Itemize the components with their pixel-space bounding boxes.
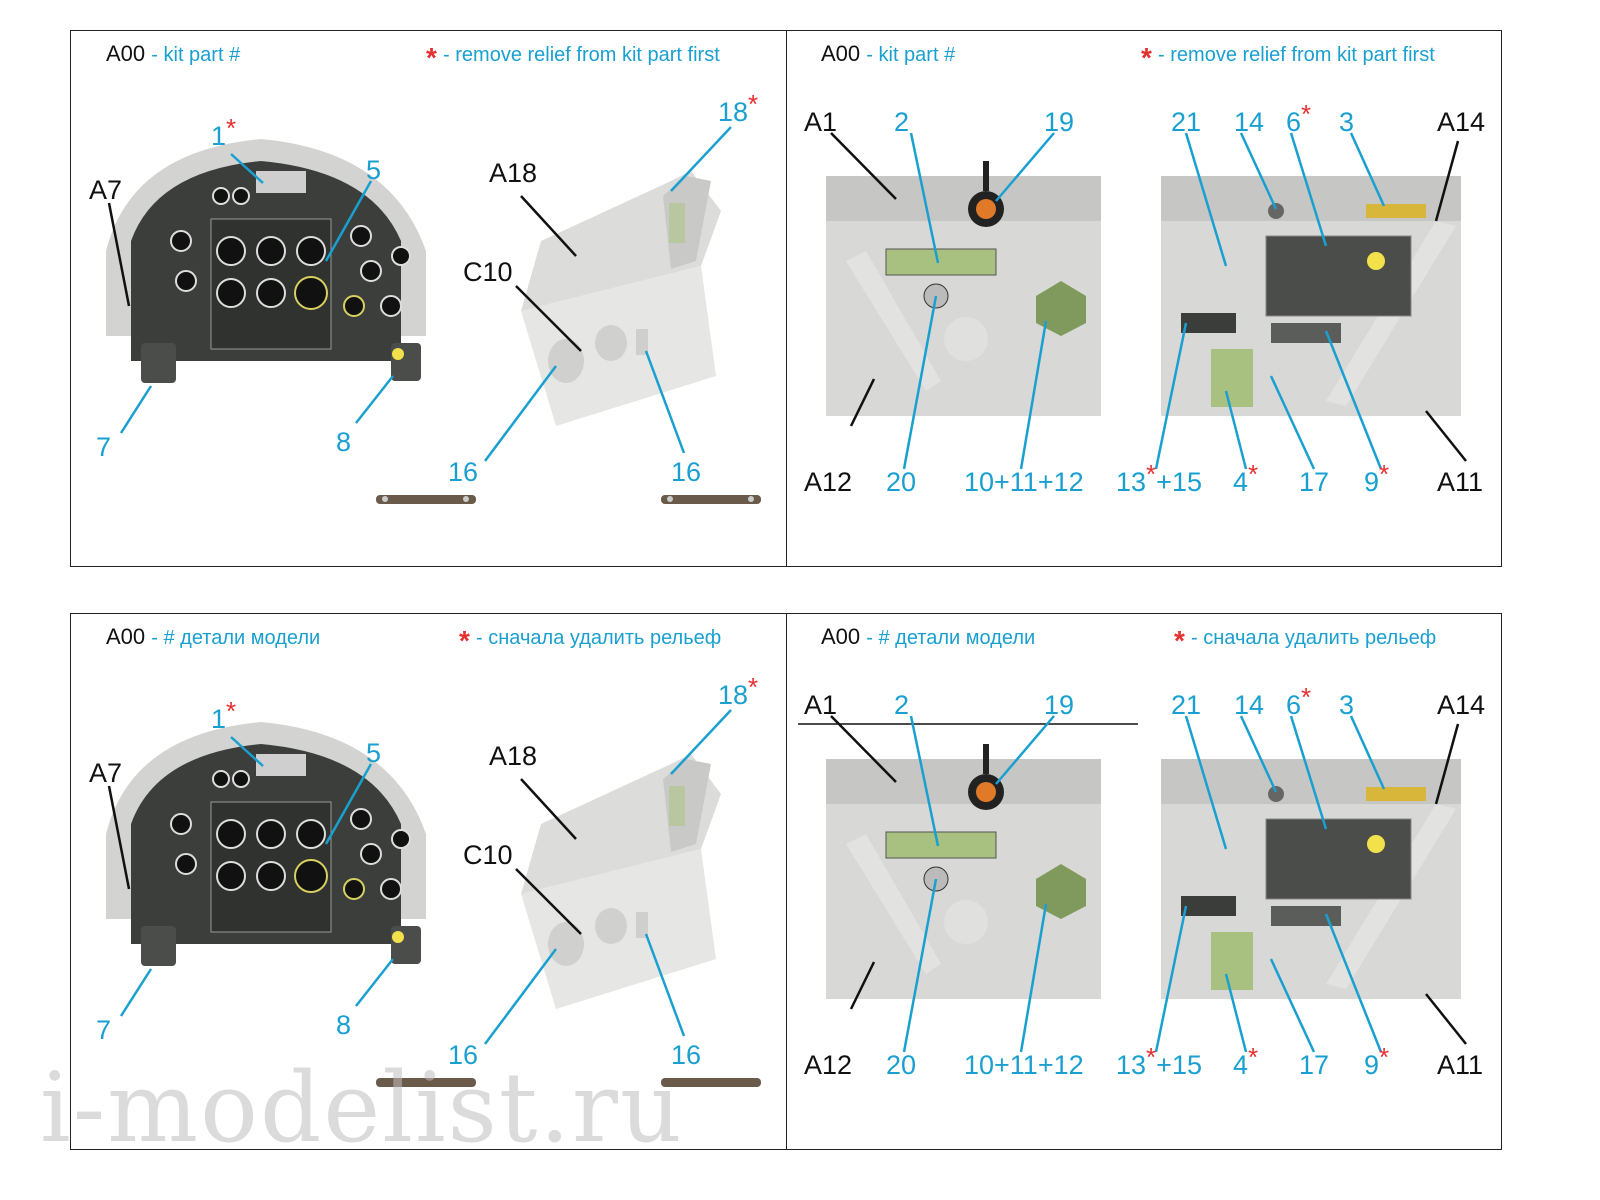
label-1: 1* (211, 113, 237, 151)
label-19: 19 (1044, 107, 1075, 137)
legend-note: * - сначала удалить рельеф (459, 624, 721, 657)
label-a1: A1 (804, 107, 838, 137)
label-21: 21 (1171, 690, 1202, 720)
sheet-divider (786, 614, 787, 1149)
label-19: 19 (1044, 690, 1075, 720)
label-10-11-12: 10+11+12 (964, 1050, 1084, 1080)
label-20: 20 (886, 1050, 917, 1080)
legend-note: * - remove relief from kit part first (1141, 41, 1435, 74)
label-13-15: 13*+15 (1116, 1042, 1202, 1080)
legend-note-text: - сначала удалить рельеф (476, 627, 722, 649)
label-20: 20 (886, 467, 917, 497)
label-17: 17 (1299, 1050, 1330, 1080)
label-7: 7 (96, 432, 112, 462)
label-2: 2 (894, 107, 910, 137)
label-5: 5 (366, 738, 382, 768)
legend-code: A00 (106, 624, 146, 649)
sheet-divider (786, 31, 787, 566)
legend: A00 - # детали модели (821, 624, 1035, 650)
legend: A00 - kit part # (821, 41, 955, 67)
label-16-right: 16 (671, 457, 702, 487)
label-4: 4* (1233, 459, 1259, 497)
label-6: 6* (1286, 99, 1312, 137)
asterisk-icon: * (1141, 42, 1152, 73)
label-a11: A11 (1437, 467, 1484, 497)
pane-instrument-panel: A00 - kit part # * - remove relief from … (71, 31, 786, 566)
legend-note-text: - remove relief from kit part first (1158, 44, 1435, 66)
label-8: 8 (336, 427, 352, 457)
label-a18: A18 (489, 158, 538, 188)
asterisk-icon: * (459, 625, 470, 656)
legend-desc: - kit part # (151, 44, 241, 66)
instruction-sheet-english: A00 - kit part # * - remove relief from … (70, 30, 1502, 567)
label-17: 17 (1299, 467, 1330, 497)
legend-code: A00 (821, 624, 861, 649)
label-a12: A12 (804, 1050, 853, 1080)
legend: A00 - # детали модели (106, 624, 320, 650)
label-a14: A14 (1437, 690, 1486, 720)
label-a12: A12 (804, 467, 853, 497)
legend-note: * - сначала удалить рельеф (1174, 624, 1436, 657)
label-c10: C10 (463, 257, 513, 287)
label-a1: A1 (804, 690, 838, 720)
instrument-panel-illustration (106, 126, 761, 504)
label-6: 6* (1286, 682, 1312, 720)
label-7: 7 (96, 1015, 112, 1045)
sidewall-illustration (798, 715, 1467, 1053)
label-a11: A11 (1437, 1050, 1484, 1080)
label-9: 9* (1364, 1042, 1390, 1080)
pane-cockpit-sidewalls: A00 - kit part # * - remove relief from … (786, 31, 1501, 566)
label-21: 21 (1171, 107, 1202, 137)
label-a14: A14 (1437, 107, 1486, 137)
pane-instrument-panel: A00 - # детали модели * - сначала удалит… (71, 614, 786, 1149)
bracket-part-left (376, 495, 476, 504)
legend-desc: - kit part # (866, 44, 956, 66)
legend-desc: - # детали модели (866, 627, 1036, 649)
label-a7: A7 (89, 758, 123, 788)
label-3: 3 (1339, 690, 1355, 720)
asterisk-icon: * (1174, 625, 1185, 656)
label-16-left: 16 (448, 457, 479, 487)
label-2: 2 (894, 690, 910, 720)
legend-code: A00 (106, 41, 146, 66)
label-9: 9* (1364, 459, 1390, 497)
label-18: 18* (718, 89, 759, 127)
legend: A00 - kit part # (106, 41, 240, 67)
label-16-right: 16 (671, 1040, 702, 1070)
label-16-left: 16 (448, 1040, 479, 1070)
label-1: 1* (211, 696, 237, 734)
label-18: 18* (718, 672, 759, 710)
label-3: 3 (1339, 107, 1355, 137)
bracket-part-right (661, 495, 761, 504)
label-4: 4* (1233, 1042, 1259, 1080)
asterisk-icon: * (426, 42, 437, 73)
legend-note-text: - сначала удалить рельеф (1191, 627, 1437, 649)
label-a7: A7 (89, 175, 123, 205)
instrument-panel-illustration (106, 709, 761, 1087)
label-14: 14 (1234, 690, 1265, 720)
pane-cockpit-sidewalls: A00 - # детали модели * - сначала удалит… (786, 614, 1501, 1149)
legend-code: A00 (821, 41, 861, 66)
label-5: 5 (366, 155, 382, 185)
instruction-sheet-russian: A00 - # детали модели * - сначала удалит… (70, 613, 1502, 1150)
label-8: 8 (336, 1010, 352, 1040)
label-a18: A18 (489, 741, 538, 771)
legend-note-text: - remove relief from kit part first (443, 44, 720, 66)
label-14: 14 (1234, 107, 1265, 137)
sidewall-illustration (826, 132, 1467, 470)
label-c10: C10 (463, 840, 513, 870)
label-10-11-12: 10+11+12 (964, 467, 1084, 497)
label-13-15: 13*+15 (1116, 459, 1202, 497)
legend-note: * - remove relief from kit part first (426, 41, 720, 74)
legend-desc: - # детали модели (151, 627, 321, 649)
